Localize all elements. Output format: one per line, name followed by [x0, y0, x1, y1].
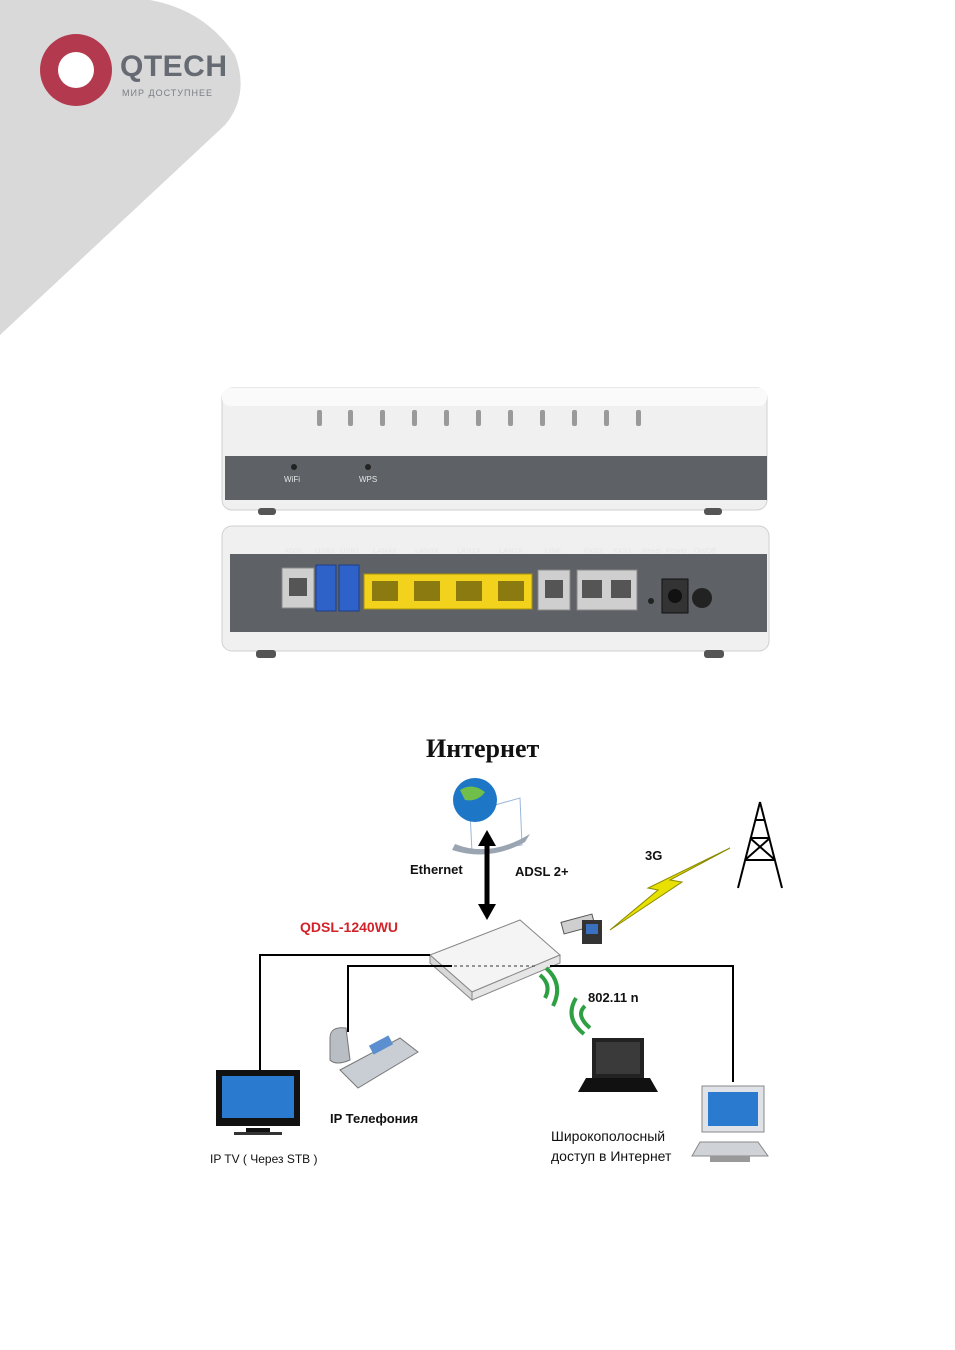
port-label-lan1x: LAN1X	[499, 546, 523, 555]
model-label: QDSL-1240WU	[300, 919, 398, 935]
iptv-label: IP TV ( Через STB )	[210, 1152, 318, 1166]
port-label-usb2: USB2	[315, 546, 335, 555]
phone-icon	[330, 1028, 418, 1088]
ethernet-label: Ethernet	[410, 862, 463, 877]
router-photo: WiFi WPS ADSL USB2 USB1 LAN4X LAN3X LAN2…	[218, 378, 773, 663]
port-label-line: LINE	[545, 546, 562, 555]
port-label-power: Power	[666, 546, 688, 555]
line-phone	[348, 966, 452, 1032]
laptop-icon	[578, 1038, 658, 1092]
logo-tagline: МИР ДОСТУПНЕЕ	[122, 88, 213, 98]
3g-signal-icon	[610, 848, 730, 930]
wifi-waves-icon	[540, 968, 590, 1034]
tv-icon	[216, 1070, 300, 1135]
port-label-usb1: USB1	[340, 546, 360, 555]
diagram-title: Интернет	[426, 734, 539, 764]
ip-phone-label: IP Телефония	[330, 1111, 418, 1126]
port-label-reset: Reset	[642, 546, 663, 555]
front-label-wps: WPS	[359, 475, 377, 484]
cell-tower-icon	[738, 802, 782, 888]
usb-modem-icon	[561, 914, 602, 944]
qtech-logo: QTECH МИР ДОСТУПНЕЕ	[40, 34, 240, 108]
logo-name: QTECH	[120, 50, 228, 84]
3g-label: 3G	[645, 848, 662, 863]
port-label-fxs2: FXS2	[584, 546, 603, 555]
wifi-label: 802.11 n	[588, 990, 639, 1005]
port-label-fxs1: FXS1	[613, 546, 632, 555]
port-label-lan4x: LAN4X	[373, 546, 397, 555]
front-label-wifi: WiFi	[284, 475, 300, 484]
logo-mark-icon	[40, 34, 112, 106]
port-label-lan2x: LAN2X	[457, 546, 481, 555]
adsl-label: ADSL 2+	[515, 864, 569, 879]
port-label-adsl: ADSL	[284, 546, 304, 555]
port-label-onoff: On/Off	[694, 546, 717, 555]
router-icon	[430, 920, 560, 1000]
port-label-lan3x: LAN3X	[415, 546, 439, 555]
broadband-label: Широкополосный доступ в Интернет	[551, 1126, 711, 1166]
